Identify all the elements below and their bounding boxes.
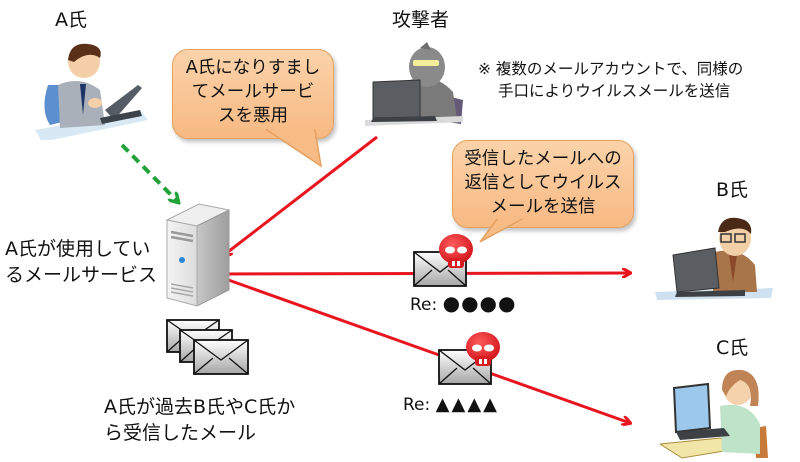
note-line-2: 手口によりウイルスメールを送信 bbox=[498, 82, 731, 100]
impersonation-bubble: A氏になりすまし てメールサービ スを悪用 bbox=[172, 49, 334, 139]
person-b-label: B氏 bbox=[716, 179, 749, 201]
past-mails-icon bbox=[166, 319, 249, 375]
person-a-icon bbox=[35, 43, 148, 140]
person-a-label: A氏 bbox=[55, 9, 87, 31]
subject-mask: ●●●● bbox=[442, 291, 517, 315]
reply-virus-bubble-tail bbox=[479, 216, 525, 243]
bubble-line: スを悪用 bbox=[218, 106, 288, 126]
subject-prefix: Re: bbox=[403, 395, 431, 415]
person-c-icon bbox=[660, 369, 768, 459]
bubble-line: てメールサービ bbox=[191, 82, 315, 102]
note-line-1: ※ 複数のメールアカウントで、同様の bbox=[478, 60, 744, 78]
subject-mask: ▲▲▲▲ bbox=[435, 394, 500, 415]
subject-prefix: Re: bbox=[410, 295, 438, 315]
reply-virus-bubble: 受信したメールへの 返信としてウイルス メールを送信 bbox=[452, 140, 634, 228]
past-mail-label-2: ら受信したメール bbox=[104, 422, 257, 444]
virus-mail-b-icon bbox=[413, 234, 473, 287]
bubble-line: 返信としてウイルス bbox=[464, 173, 622, 193]
past-mail-label-1: A氏が過去B氏やC氏か bbox=[104, 396, 296, 418]
skull-icon bbox=[466, 332, 500, 366]
impersonation-bubble-tail bbox=[265, 128, 323, 168]
person-b-icon bbox=[655, 217, 773, 300]
mail-service-label-2: るメールサービス bbox=[5, 264, 158, 286]
person-c-label: C氏 bbox=[716, 337, 749, 359]
attacker-label: 攻撃者 bbox=[392, 9, 450, 31]
virus-mail-c-icon bbox=[438, 332, 500, 385]
attacker-to-server-arrow bbox=[224, 135, 378, 255]
mail-service-label-1: A氏が使用してい bbox=[5, 238, 151, 260]
bubble-line: 受信したメールへの bbox=[464, 149, 622, 169]
virus-mail-b-subject: Re: ●●●● bbox=[410, 291, 516, 315]
bubble-line: メールを送信 bbox=[490, 197, 596, 217]
skull-icon bbox=[439, 234, 473, 268]
virus-mail-to-c-arrow bbox=[219, 275, 630, 423]
bubble-line: A氏になりすまし bbox=[185, 58, 321, 78]
legit-use-arrow bbox=[120, 143, 178, 202]
virus-mail-c-subject: Re: ▲▲▲▲ bbox=[403, 394, 499, 415]
attacker-icon bbox=[365, 42, 463, 126]
envelope-icon bbox=[193, 339, 249, 375]
mail-server-icon bbox=[165, 203, 231, 307]
